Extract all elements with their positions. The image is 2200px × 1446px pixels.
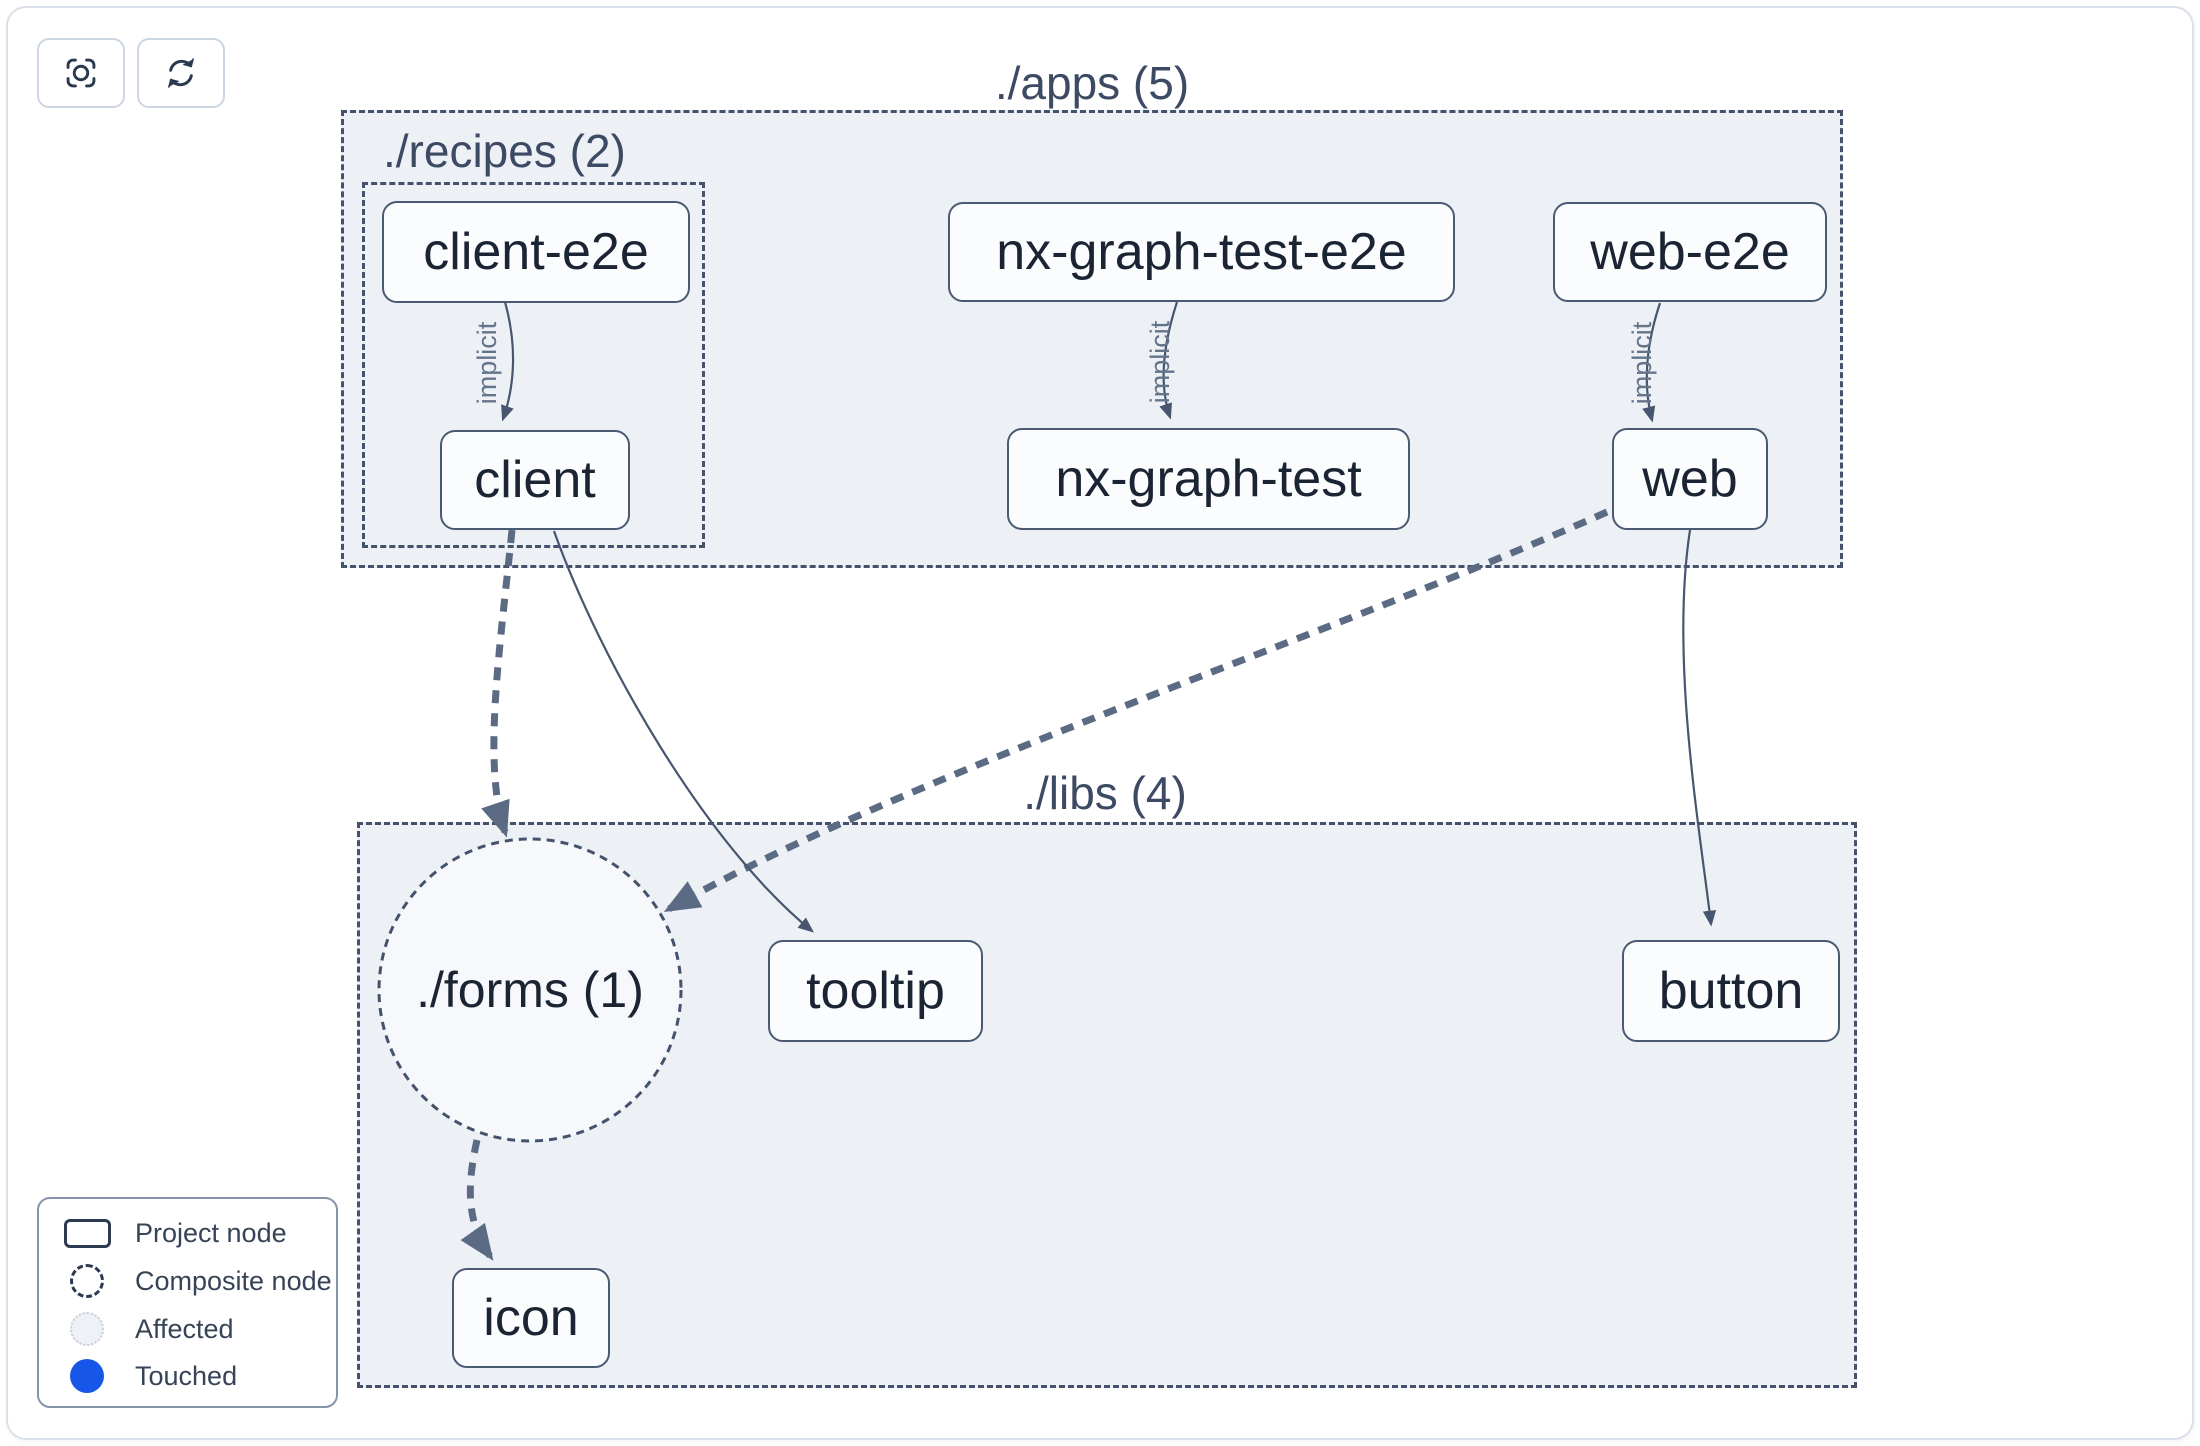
legend-panel: Project node Composite node Affected Tou… <box>37 1197 338 1408</box>
edge-label-implicit-nx-graph-test: implicit <box>1145 320 1175 404</box>
cluster-recipes-label: ./recipes (2) <box>383 125 626 177</box>
node-web[interactable]: web <box>1612 428 1768 530</box>
legend-label: Project node <box>135 1217 287 1248</box>
focus-icon <box>63 55 99 91</box>
node-nx-graph-test[interactable]: nx-graph-test <box>1007 428 1410 530</box>
edge-label-implicit-client: implicit <box>472 321 502 405</box>
node-button[interactable]: button <box>1622 940 1840 1042</box>
refresh-icon <box>163 55 199 91</box>
touched-swatch <box>70 1359 104 1393</box>
legend-label: Affected <box>135 1313 234 1344</box>
node-forms-composite[interactable]: ./forms (1) <box>416 962 644 1018</box>
cluster-apps-label: ./apps (5) <box>994 57 1190 109</box>
legend-item-project-node: Project node <box>39 1213 336 1253</box>
node-client-e2e[interactable]: client-e2e <box>382 201 690 303</box>
legend-item-composite-node: Composite node <box>39 1261 336 1301</box>
node-client[interactable]: client <box>440 430 630 530</box>
node-icon[interactable]: icon <box>452 1268 610 1368</box>
cluster-libs-label: ./libs (4) <box>1023 767 1187 819</box>
node-nx-graph-test-e2e[interactable]: nx-graph-test-e2e <box>948 202 1455 302</box>
legend-label: Touched <box>135 1360 238 1391</box>
legend-item-touched: Touched <box>39 1356 336 1396</box>
legend-label: Composite node <box>135 1265 332 1296</box>
cluster-recipes <box>362 182 705 548</box>
project-node-swatch <box>63 1218 111 1248</box>
refresh-button[interactable] <box>137 38 225 108</box>
legend-item-affected: Affected <box>39 1309 336 1349</box>
composite-node-swatch <box>70 1264 104 1298</box>
focus-button[interactable] <box>37 38 125 108</box>
node-tooltip[interactable]: tooltip <box>768 940 983 1042</box>
node-web-e2e[interactable]: web-e2e <box>1553 202 1827 302</box>
affected-swatch <box>70 1312 104 1346</box>
edge-label-implicit-web: implicit <box>1627 321 1657 405</box>
